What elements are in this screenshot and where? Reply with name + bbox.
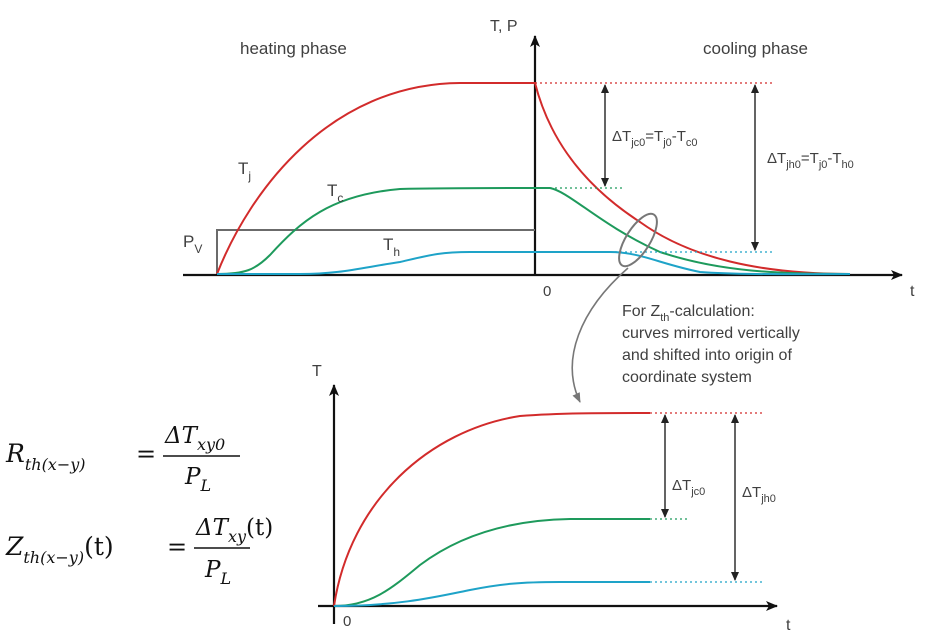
tc-curve-top (216, 186, 851, 275)
zth-note: For Zth-calculation: curves mirrored ver… (622, 303, 800, 386)
top-x-axis-label: t (910, 283, 915, 300)
delta-jc0-label-bottom: ΔTjc0 (672, 477, 705, 498)
rth-denominator: PL (184, 464, 211, 495)
pv-label: PV (183, 232, 202, 256)
zth-formula: Zth(x−y)(t) = ΔTxy(t) PL (5, 515, 273, 588)
highlight-ellipse (618, 212, 658, 268)
delta-jh0-formula: ΔTjh0=Tj0-Th0 (767, 150, 854, 171)
zth-lhs: Zth(x−y)(t) (5, 532, 114, 567)
zth-equals: = (167, 533, 187, 561)
tc-label: Tc (327, 181, 343, 205)
pv-step-line (216, 229, 535, 274)
delta-jh0-label-bottom: ΔTjh0 (742, 484, 776, 505)
th-curve-bottom (333, 581, 650, 607)
cooling-phase-label: cooling phase (703, 39, 808, 58)
bottom-diagram: T t 0 ΔTjc0 ΔTjh0 (312, 363, 791, 634)
top-diagram: T, P t 0 heating phase cooling phase Tj … (183, 18, 915, 403)
tc-curve-bottom (333, 518, 650, 607)
zth-denominator: PL (204, 557, 231, 588)
note-line-2: curves mirrored vertically (622, 325, 800, 342)
heating-phase-label: heating phase (240, 39, 347, 58)
note-line-1: For Zth-calculation: (622, 303, 755, 324)
delta-jc0-formula: ΔTjc0=Tj0-Tc0 (612, 128, 698, 149)
bottom-y-axis-label: T (312, 363, 322, 380)
tj-curve-bottom (333, 412, 651, 607)
note-line-4: coordinate system (622, 369, 752, 386)
bottom-x-axis-label: t (786, 617, 791, 634)
rth-lhs: Rth(x−y) (5, 439, 86, 474)
top-origin-label: 0 (543, 283, 551, 300)
th-label: Th (383, 235, 400, 259)
rth-equals: = (136, 440, 156, 468)
top-y-axis-label: T, P (490, 18, 518, 35)
tj-label: Tj (238, 159, 251, 183)
rth-formula: Rth(x−y) = ΔTxy0 PL (5, 423, 240, 495)
tj-curve-top (216, 82, 851, 275)
note-line-3: and shifted into origin of (622, 347, 792, 364)
zth-numerator: ΔTxy(t) (195, 515, 273, 546)
bottom-origin-label: 0 (343, 613, 351, 630)
rth-numerator: ΔTxy0 (164, 423, 225, 454)
mirror-pointer-arrow (571, 267, 629, 403)
